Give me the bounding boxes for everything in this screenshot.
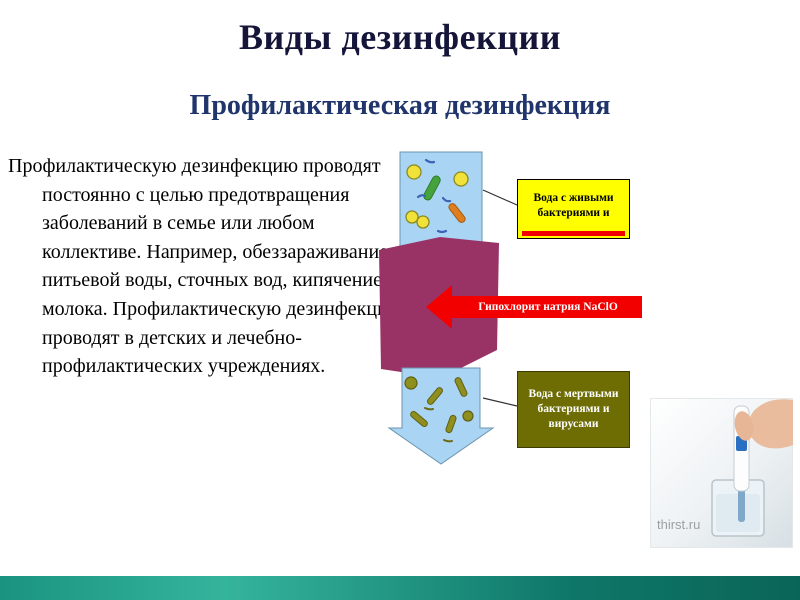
slide-subtitle: Профилактическая дезинфекция: [189, 90, 611, 121]
leader-line-bottom: [482, 397, 518, 407]
label-reagent-text: Гипохлорит натрия NaClO: [478, 301, 618, 313]
hand: [748, 399, 793, 449]
red-strip: [522, 231, 625, 236]
label-dead-water: Вода с мертвыми бактериями и вирусами: [517, 371, 630, 448]
dead-bacteria-icons: [404, 376, 474, 443]
product-photo: thirst.ru: [650, 398, 793, 548]
label-dead-water-text: Вода с мертвыми бактериями и вирусами: [528, 388, 619, 430]
body-text: Профилактическую дезинфекцию проводят по…: [8, 155, 403, 378]
page-title: Виды дезинфекции: [238, 17, 562, 57]
leader-line-top: [482, 189, 518, 206]
label-reagent: Гипохлорит натрия NaClO: [456, 297, 640, 317]
water-column-top: [399, 151, 483, 248]
label-live-water-text: Вода с живыми бактериями и: [533, 192, 614, 219]
label-live-water: Вода с живыми бактериями и: [517, 179, 630, 239]
footer-bar: [0, 576, 800, 600]
photo-watermark: thirst.ru: [657, 517, 701, 532]
tester-tip: [738, 488, 745, 522]
live-bacteria-icons: [405, 158, 469, 234]
water-arrow-bottom: [387, 367, 495, 465]
hand-with-tester-illustration: [711, 399, 793, 537]
